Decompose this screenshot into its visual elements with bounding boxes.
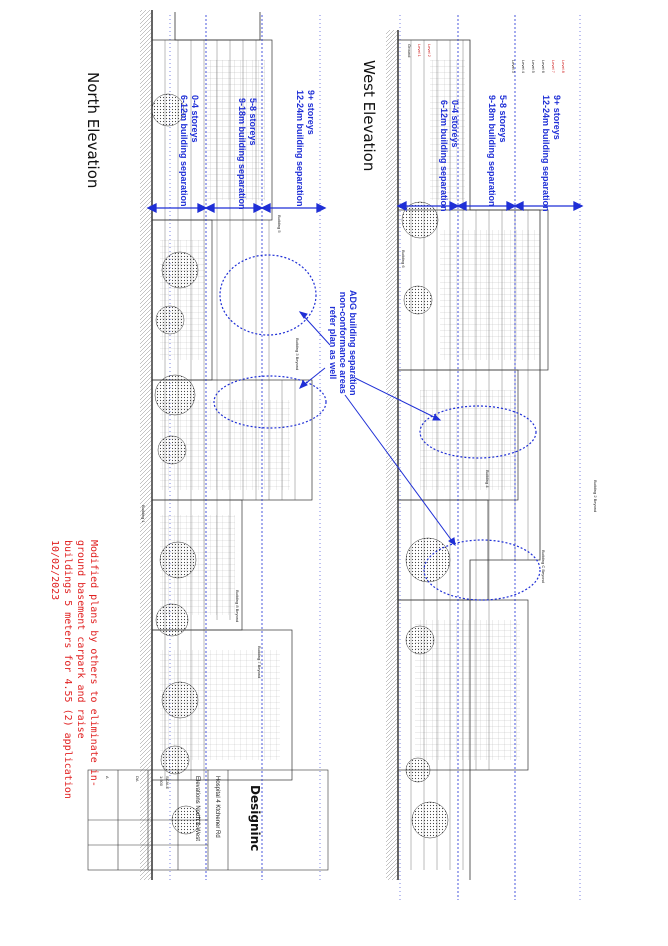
level-label: Level 1 xyxy=(417,44,422,57)
modification-note: Modified plans by others to eliminate in… xyxy=(49,540,99,799)
north-elevation-title: North Elevation xyxy=(84,72,102,189)
north-zone-a-label: 9+ storeys 12-24m building separation xyxy=(295,90,316,207)
scale-label: SCALE xyxy=(165,776,170,790)
building-label: Building 6 xyxy=(401,250,406,268)
drawing-title: Elevations North & West xyxy=(194,776,200,841)
building-label: Building C Beyond xyxy=(541,550,546,583)
level-label: Level 7 xyxy=(551,60,556,73)
scale-value: 1:500 xyxy=(159,776,164,787)
west-elevation-drawing xyxy=(386,15,584,900)
west-zone-a-label: 9+ storeys 12-24m building separation xyxy=(541,95,562,212)
project-name: Hospital 4 Ktchener Rd xyxy=(214,776,220,838)
building-label: Building 1 xyxy=(141,505,146,523)
level-label: Level 3 xyxy=(511,60,516,73)
north-elevation-drawing xyxy=(140,10,327,880)
firm-logo-text: Designinc xyxy=(248,785,262,852)
level-label: Level 4 xyxy=(521,60,526,73)
level-label: Level 2 xyxy=(427,44,432,57)
title-block-lines xyxy=(87,769,329,871)
west-zone-c-label: 0-4 storeys 6-12m building separation xyxy=(439,100,460,212)
building-label: Building 5 xyxy=(277,215,282,233)
west-elevation-title: West Elevation xyxy=(360,60,378,172)
building-label: Building 8 Beyond xyxy=(235,590,240,623)
north-zone-b-label: 5-8 storeys 9-18m building separation xyxy=(237,98,258,210)
nonconformance-leaders xyxy=(298,311,456,547)
nonconformance-note: ADG building separation non-conformance … xyxy=(328,290,358,396)
stage-value: DA xyxy=(135,776,140,782)
building-label: Building 7 Beyond xyxy=(257,646,262,679)
building-label: Building 3 Beyond xyxy=(295,338,300,371)
level-label: Level 6 xyxy=(541,60,546,73)
level-label: Level 5 xyxy=(531,60,536,73)
revision-value: A xyxy=(105,776,110,779)
north-zone-c-label: 0-4 storeys 6-12m building separation xyxy=(179,95,200,207)
level-label: Level 8 xyxy=(561,60,566,73)
building-label: Building 2 Beyond xyxy=(593,480,598,513)
building-label: Building 4 xyxy=(485,470,490,488)
level-label: Ground xyxy=(407,44,412,58)
west-zone-b-label: 5-8 storeys 9-18m building separation xyxy=(487,95,508,207)
